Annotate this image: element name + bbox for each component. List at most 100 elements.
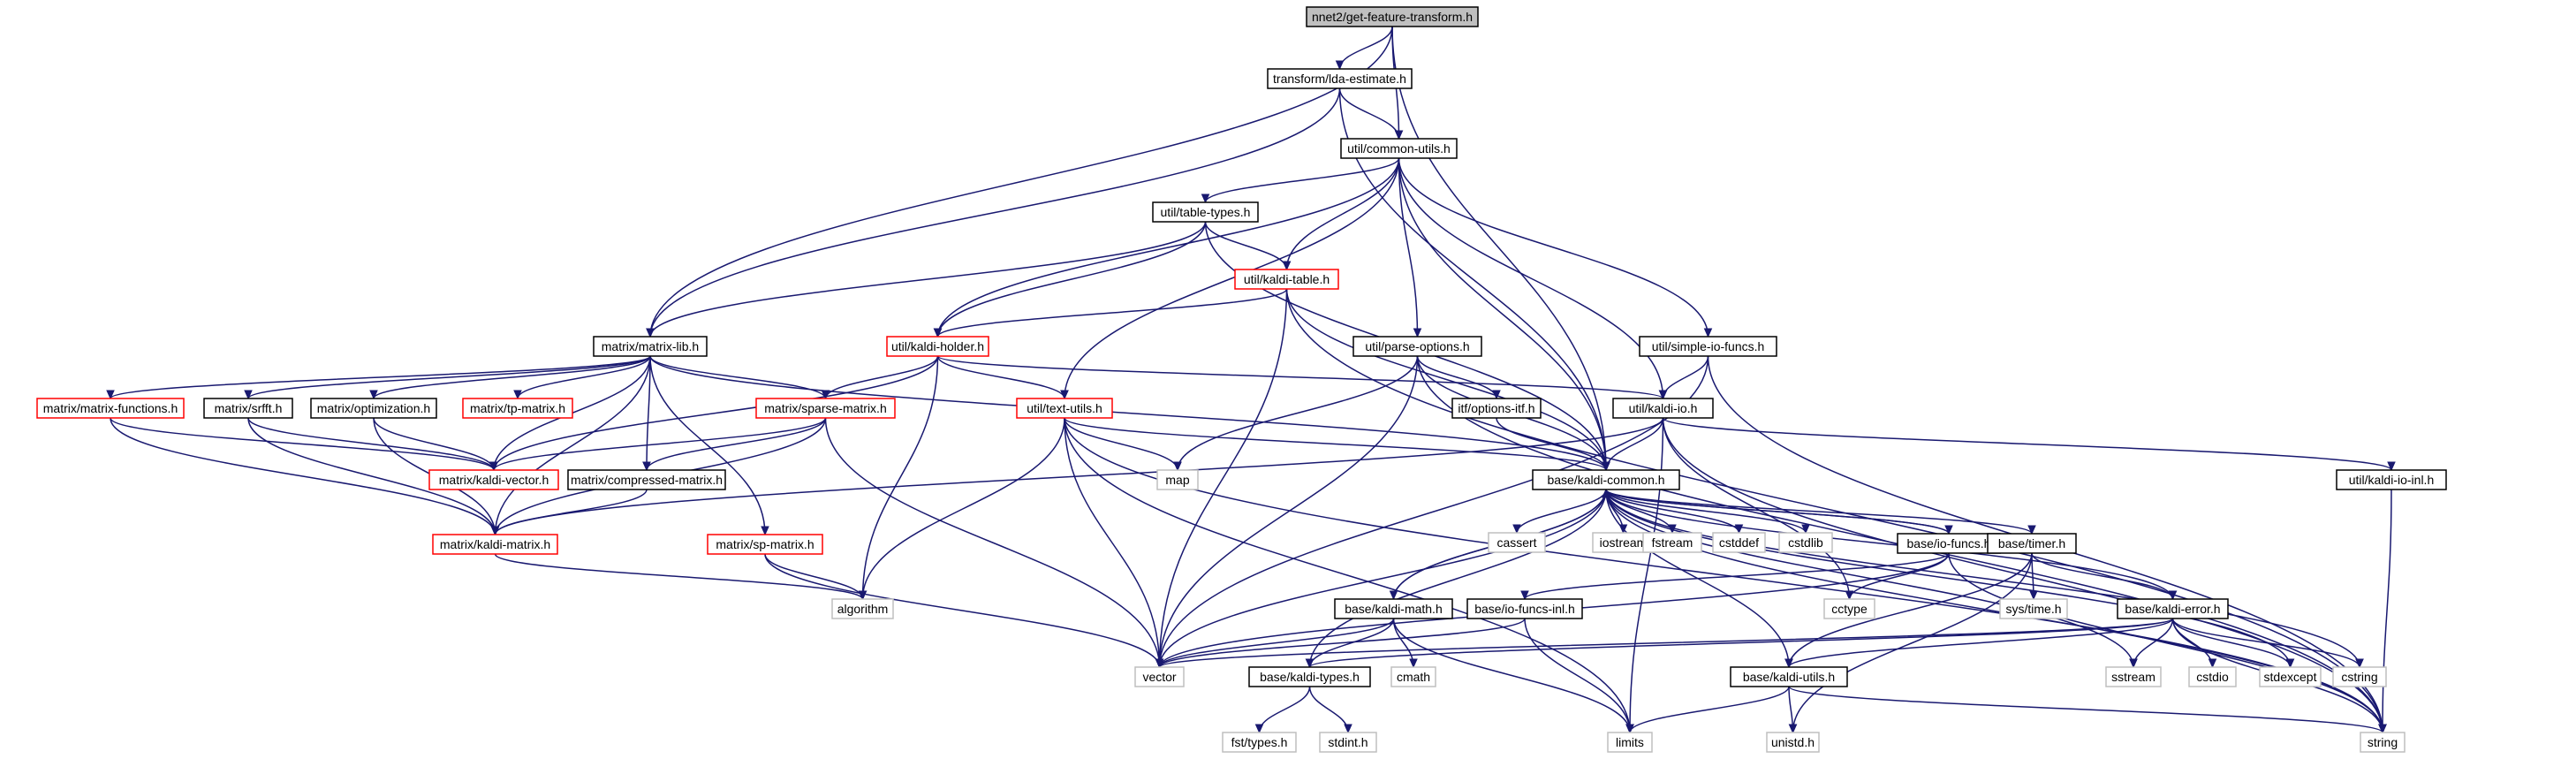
node-lda[interactable]: transform/lda-estimate.h (1267, 68, 1413, 89)
node-kio[interactable]: util/kaldi-io.h (1612, 398, 1714, 419)
node-label-vector: vector (1142, 670, 1176, 684)
node-kerr[interactable]: base/kaldi-error.h (2117, 598, 2229, 619)
edge-ktypes-to-stdint (1308, 686, 1349, 733)
node-box-string (2360, 732, 2406, 753)
node-cstddef: cstddef (1712, 532, 1766, 553)
node-box-stdint (1319, 732, 1377, 753)
arrowhead-kutils-to-unistd (1788, 724, 1798, 734)
node-cassert: cassert (1488, 532, 1546, 553)
edge-kh-to-algorithm (861, 355, 939, 600)
node-iof[interactable]: base/io-funcs.h (1897, 533, 2001, 554)
node-iofi[interactable]: base/io-funcs-inl.h (1466, 598, 1583, 619)
arrowhead-kerr-to-sstream (2129, 658, 2138, 669)
node-mf[interactable]: matrix/matrix-functions.h (36, 398, 185, 419)
arrowhead-tt-to-kt (1282, 261, 1292, 271)
node-tu[interactable]: util/text-utils.h (1016, 398, 1113, 419)
node-cu[interactable]: util/common-utils.h (1340, 138, 1458, 159)
arrowhead-kerr-to-cstring (2355, 658, 2364, 669)
node-box-cstring (2332, 666, 2387, 687)
node-box-spm (707, 534, 823, 555)
node-kv[interactable]: matrix/kaldi-vector.h (428, 469, 559, 490)
node-box-cm (567, 469, 726, 490)
node-label-ml: matrix/matrix-lib.h (602, 339, 699, 353)
node-label-algorithm: algorithm (837, 602, 889, 616)
edge-iof-to-iofi (1524, 552, 1950, 600)
node-label-fstream: fstream (1652, 535, 1693, 550)
node-oi[interactable]: itf/options-itf.h (1451, 398, 1542, 419)
node-limits: limits (1607, 732, 1653, 753)
node-tp[interactable]: matrix/tp-matrix.h (462, 398, 573, 419)
node-label-mf: matrix/matrix-functions.h (43, 401, 178, 415)
edge-cm-to-km (494, 489, 648, 535)
node-fstream: fstream (1642, 532, 1702, 553)
node-sm[interactable]: matrix/sparse-matrix.h (755, 398, 896, 419)
node-kt[interactable]: util/kaldi-table.h (1234, 269, 1339, 290)
node-box-unistd (1766, 732, 1820, 753)
node-string: string (2360, 732, 2406, 753)
edge-lda-to-cu (1338, 87, 1400, 140)
node-label-cassert: cassert (1496, 535, 1536, 550)
node-ml[interactable]: matrix/matrix-lib.h (593, 336, 708, 357)
node-timer[interactable]: base/timer.h (1987, 533, 2077, 554)
node-label-fsttypes: fst/types.h (1231, 735, 1288, 749)
edge-ml-to-sm (649, 355, 827, 399)
edge-po-to-vector (1158, 355, 1419, 668)
edge-sm-to-vector (824, 417, 1161, 668)
node-label-cstddef: cstddef (1719, 535, 1759, 550)
edge-sr-to-km (247, 417, 496, 535)
node-po[interactable]: util/parse-options.h (1352, 336, 1482, 357)
edge-cu-to-po (1398, 157, 1419, 338)
node-kc[interactable]: base/kaldi-common.h (1532, 469, 1680, 490)
node-label-kerr: base/kaldi-error.h (2125, 602, 2220, 616)
node-box-cassert (1488, 532, 1546, 553)
edge-opt-to-kv (373, 417, 495, 471)
node-opt[interactable]: matrix/optimization.h (310, 398, 437, 419)
edge-ml-to-opt (373, 355, 651, 399)
node-kutils[interactable]: base/kaldi-utils.h (1730, 666, 1848, 687)
edge-cu-to-sif (1398, 157, 1709, 338)
arrowhead-cu-to-sif (1703, 328, 1713, 338)
node-spm[interactable]: matrix/sp-matrix.h (707, 534, 823, 555)
node-box-vector (1134, 666, 1185, 687)
node-box-cctype (1823, 598, 1875, 619)
node-label-limits: limits (1616, 735, 1644, 749)
node-label-ktypes: base/kaldi-types.h (1260, 670, 1360, 684)
edge-tu-to-vector (1064, 417, 1161, 668)
edge-cu-to-kh (936, 157, 1400, 338)
edge-kutils-to-limits (1629, 686, 1790, 733)
edge-cu-to-kio (1398, 157, 1664, 399)
node-tt[interactable]: util/table-types.h (1152, 201, 1259, 223)
edge-iof-to-kc (1605, 489, 1950, 535)
node-vector: vector (1134, 666, 1185, 687)
node-cctype: cctype (1823, 598, 1875, 619)
arrowhead-iof-to-cctype (1845, 590, 1854, 601)
node-box-opt (310, 398, 437, 419)
node-box-cu (1340, 138, 1458, 159)
node-box-cmath (1390, 666, 1436, 687)
node-root[interactable]: nnet2/get-feature-transform.h (1306, 6, 1479, 27)
edge-cu-to-kt (1285, 157, 1400, 270)
arrowhead-spm-to-algorithm (858, 590, 868, 601)
node-km[interactable]: matrix/kaldi-matrix.h (432, 534, 558, 555)
edge-po-to-map (1177, 355, 1419, 471)
arrowhead-kio-to-kc (1602, 461, 1610, 472)
node-ktypes[interactable]: base/kaldi-types.h (1248, 666, 1371, 687)
node-sif[interactable]: util/simple-io-funcs.h (1639, 336, 1777, 357)
edge-cu-to-tt (1204, 157, 1400, 203)
node-kmath[interactable]: base/kaldi-math.h (1334, 598, 1453, 619)
arrowhead-ml-to-mf (106, 390, 115, 400)
edge-sm-to-kv (493, 417, 827, 471)
edge-sif-to-kio (1662, 355, 1709, 399)
node-sr[interactable]: matrix/srfft.h (203, 398, 293, 419)
node-label-stdint: stdint.h (1328, 735, 1368, 749)
node-box-kh (886, 336, 989, 357)
node-kh[interactable]: util/kaldi-holder.h (886, 336, 989, 357)
edge-timer-to-unistd (1792, 552, 2033, 733)
edge-kerr-to-cstring (2171, 618, 2360, 668)
node-box-fstream (1642, 532, 1702, 553)
edge-km-to-algorithm (494, 553, 864, 600)
node-box-kioi (2336, 469, 2447, 490)
node-label-kh: util/kaldi-holder.h (891, 339, 984, 353)
node-cm[interactable]: matrix/compressed-matrix.h (567, 469, 726, 490)
node-kioi[interactable]: util/kaldi-io-inl.h (2336, 469, 2447, 490)
